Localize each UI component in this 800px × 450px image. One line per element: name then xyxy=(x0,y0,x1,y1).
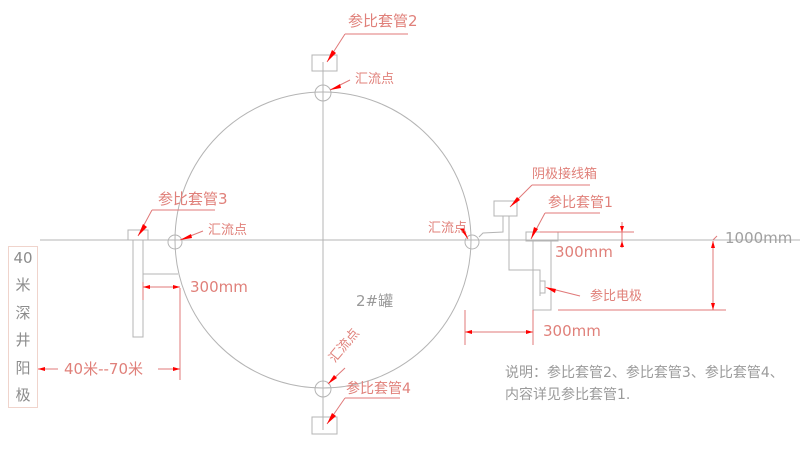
note-line-1: 说明：参比套管2、参比套管3、参比套管4、 xyxy=(505,365,784,381)
note-line-2: 内容详见参比套管1. xyxy=(505,387,631,403)
junction-bottom xyxy=(314,380,332,398)
label-junction-top: 汇流点 xyxy=(355,72,395,87)
anode-char: 40 xyxy=(13,249,33,267)
anode-char: 井 xyxy=(15,331,31,350)
ref-sleeve-3-pipe xyxy=(132,239,144,338)
tank-label: 2#罐 xyxy=(356,292,394,310)
label-cathode-box: 阴极接线箱 xyxy=(532,167,598,182)
dim-1000mm: 1000mm xyxy=(725,229,793,247)
ref-sleeve-4-box xyxy=(311,416,338,435)
junction-right xyxy=(464,234,480,250)
dim-left-300mm: 300mm xyxy=(190,278,248,296)
dim-right-300mm-vertical: 300mm xyxy=(555,243,613,261)
drawing-note: 说明：参比套管2、参比套管3、参比套管4、 内容详见参比套管1. xyxy=(505,362,784,406)
dim-distance: 40米--70米 xyxy=(64,360,143,378)
label-ref-sleeve-2: 参比套管2 xyxy=(348,12,418,30)
label-ref-electrode: 参比电极 xyxy=(590,289,643,304)
label-ref-sleeve-1: 参比套管1 xyxy=(548,195,613,211)
junction-top xyxy=(314,84,332,102)
dim-right-300mm-horizontal: 300mm xyxy=(543,322,601,340)
label-junction-right: 汇流点 xyxy=(428,221,468,236)
junction-left xyxy=(167,234,183,250)
anode-char: 米 xyxy=(15,276,31,295)
anode-char: 阳 xyxy=(15,358,31,377)
label-junction-left: 汇流点 xyxy=(208,223,248,238)
ref-sleeve-1-pipe xyxy=(532,240,552,311)
ref-electrode xyxy=(539,280,546,294)
label-ref-sleeve-4: 参比套管4 xyxy=(346,381,411,397)
anode-char: 深 xyxy=(15,303,31,322)
anode-char: 极 xyxy=(15,385,31,404)
label-ref-sleeve-3: 参比套管3 xyxy=(158,190,228,208)
ref-sleeve-2-box xyxy=(311,54,338,72)
deep-well-anode-box: 40 米 深 井 阳 极 xyxy=(8,246,38,408)
cathode-box xyxy=(493,200,518,217)
